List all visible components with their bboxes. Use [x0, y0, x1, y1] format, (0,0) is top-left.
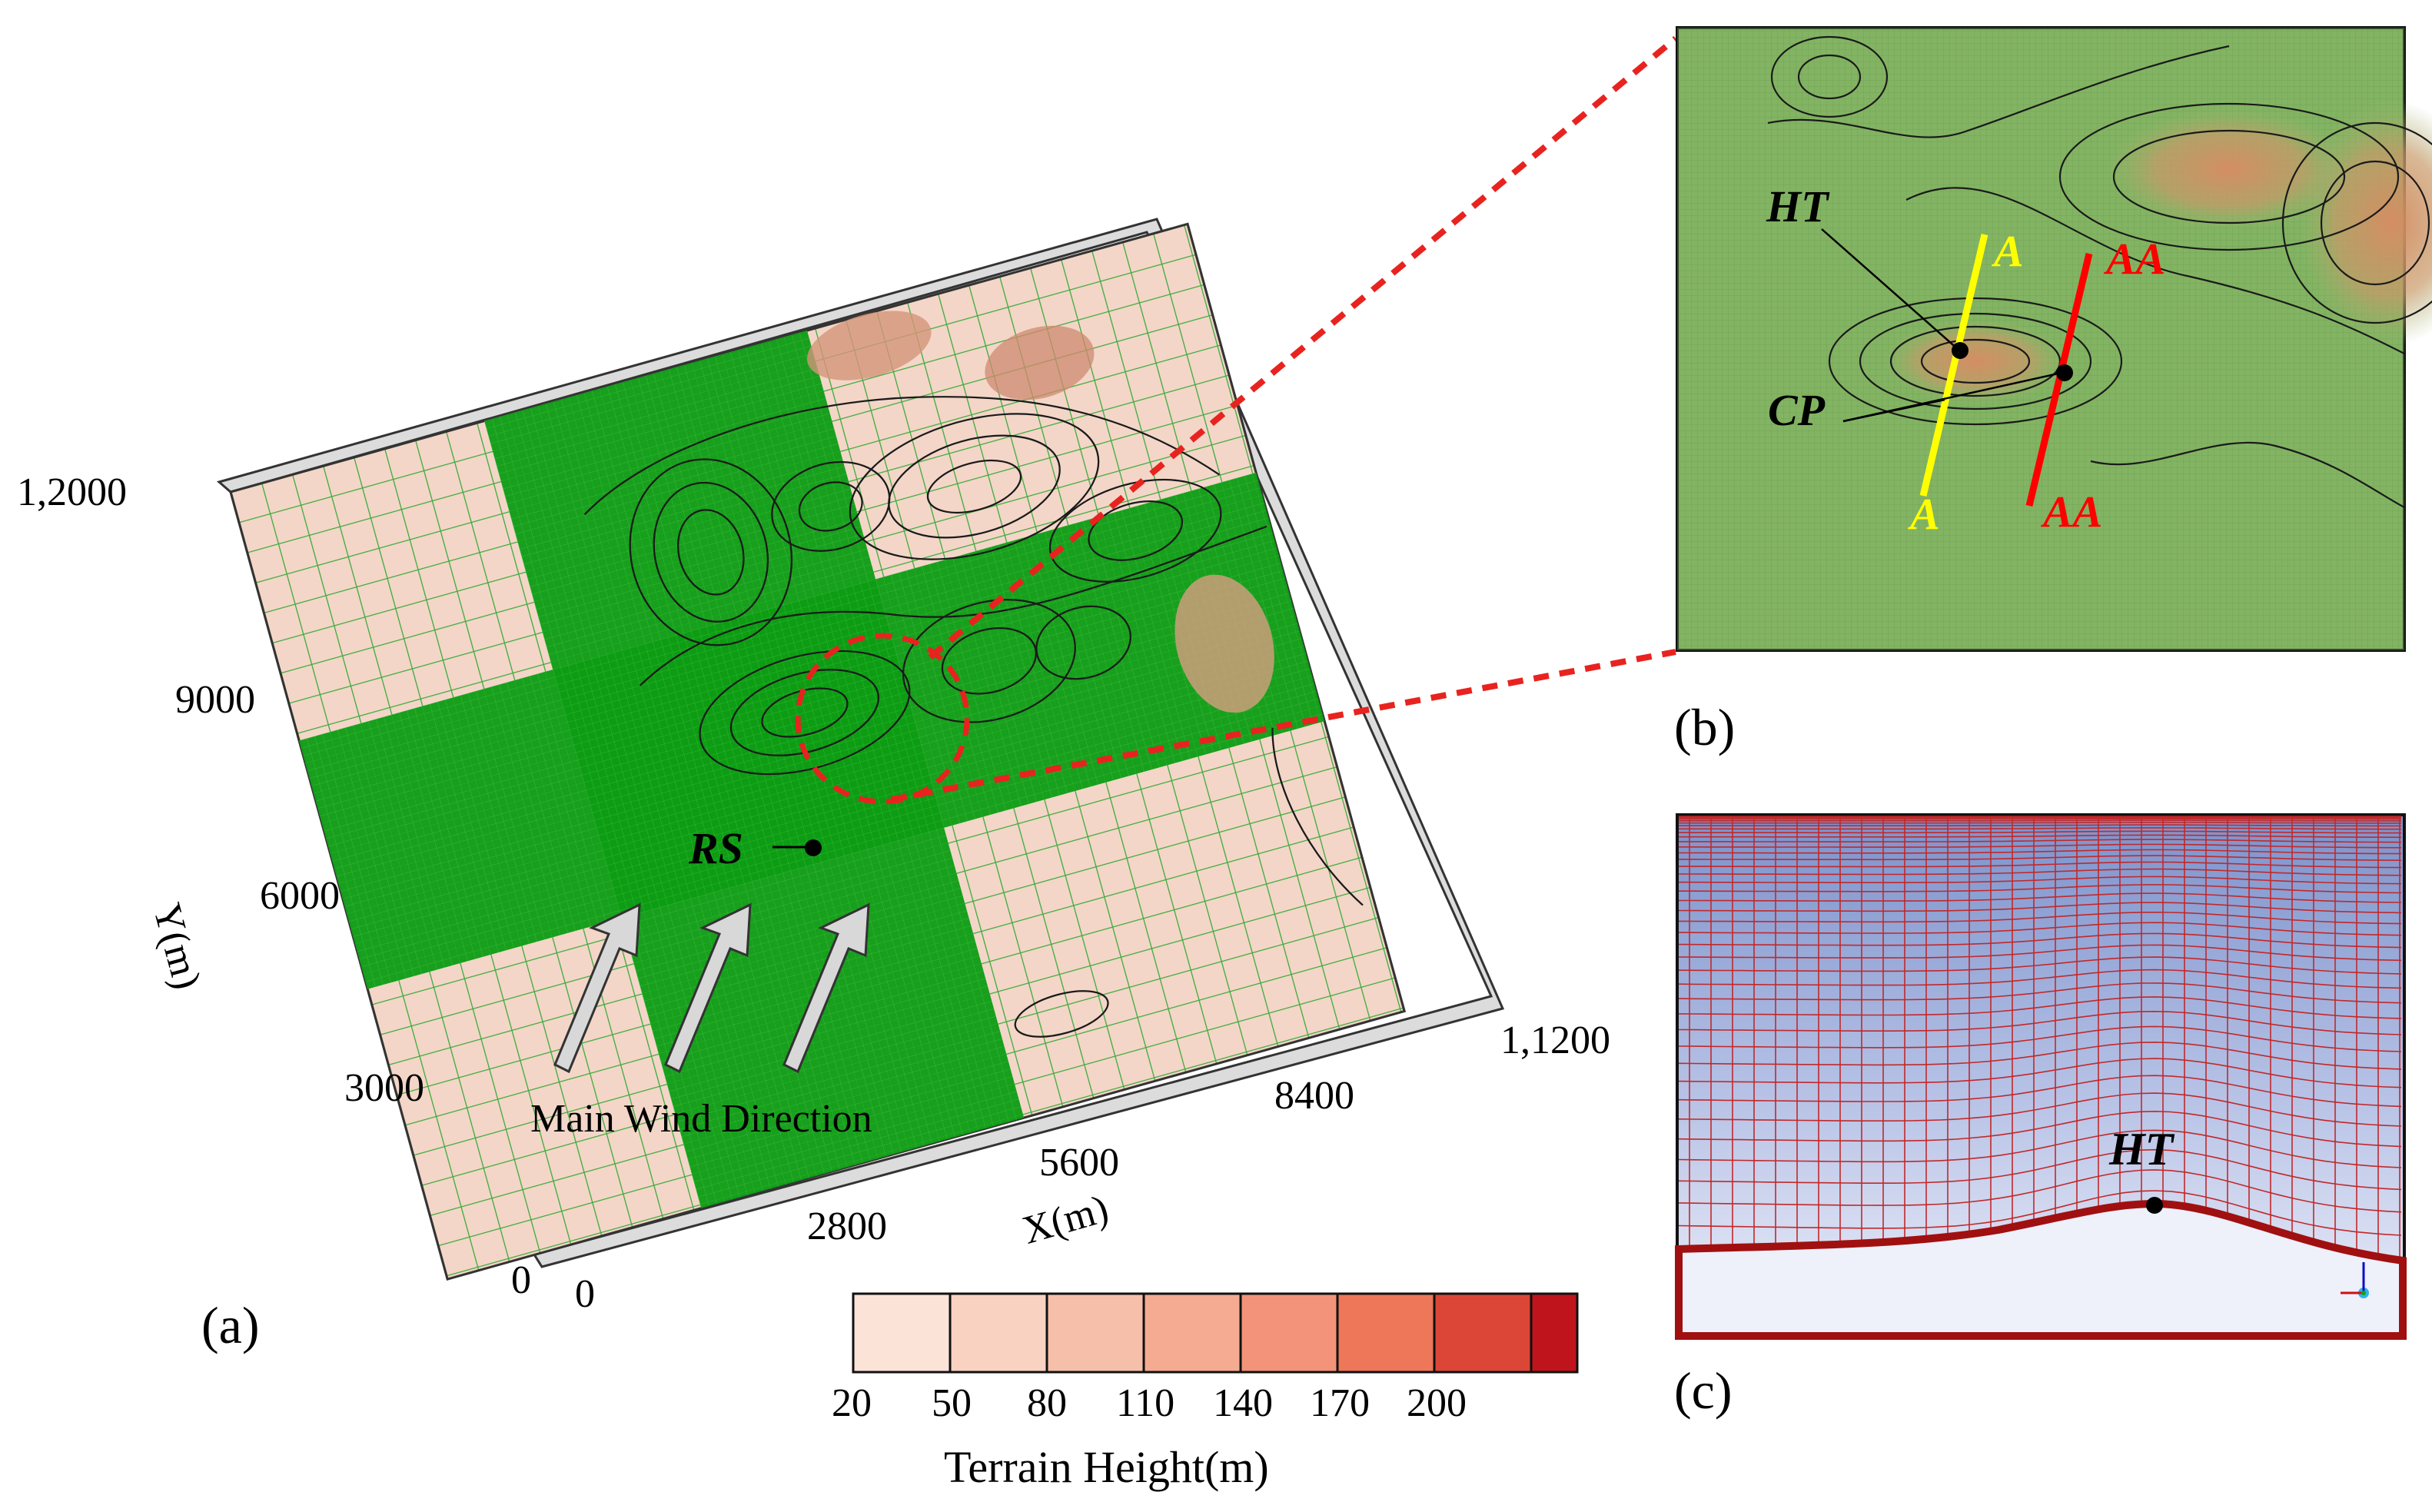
mesh-horizontal-line [1679, 892, 2402, 903]
colorbar-swatch [1045, 1292, 1145, 1374]
colorbar-tick-170: 170 [1310, 1381, 1370, 1425]
cp-point [2056, 364, 2073, 381]
panel-a-terrain-map [216, 218, 1505, 1281]
section-aa-line [2025, 252, 2093, 507]
colorbar-tick-200: 200 [1407, 1381, 1467, 1425]
colorbar-swatch [1530, 1292, 1579, 1374]
mesh-horizontal-line [1678, 1129, 2402, 1168]
mesh-horizontal-line [1678, 830, 2401, 834]
mesh-horizontal-line [1679, 834, 2402, 839]
x-tick-8400: 8400 [1274, 1074, 1354, 1118]
colorbar-swatch [949, 1292, 1048, 1374]
panel-c-mesh-section [1675, 813, 2407, 1340]
y-tick-12000: 1,2000 [17, 470, 127, 514]
mesh-horizontal-line [1678, 932, 2402, 949]
colorbar-swatch [1336, 1292, 1436, 1374]
x-tick-2800: 2800 [807, 1205, 887, 1248]
zoom-leader-top [928, 35, 1678, 660]
colorbar-tick-110: 110 [1116, 1381, 1175, 1425]
section-a-top-label: A [1994, 226, 2024, 276]
mesh-horizontal-line [1678, 1010, 2402, 1035]
vertical-mesh [1678, 816, 2402, 1261]
mesh-horizontal-line [1678, 969, 2402, 989]
y-tick-3000: 3000 [344, 1066, 424, 1110]
mesh-horizontal-line [1679, 849, 2402, 855]
contour-lines [583, 396, 1364, 1038]
mesh-horizontal-line [1679, 827, 2401, 830]
mesh-horizontal-line [1678, 956, 2402, 975]
axis-triad-icon [2341, 1262, 2369, 1298]
y-tick-9000: 9000 [175, 678, 255, 722]
wind-direction-label: Main Wind Direction [530, 1097, 872, 1141]
mesh-horizontal-line [1678, 1042, 2402, 1070]
ht-label-b: HT [1766, 181, 1829, 231]
section-aa-bottom-label: AA [2043, 487, 2103, 537]
mesh-horizontal-line [1678, 1190, 2402, 1236]
x-tick-0: 0 [575, 1272, 595, 1316]
y-tick-0: 0 [511, 1258, 531, 1302]
zoom-contour-lines [1767, 35, 2432, 508]
colorbar-title: Terrain Height(m) [944, 1442, 1269, 1492]
mesh-horizontal-line [1679, 876, 2402, 885]
colorbar-swatch [1239, 1292, 1339, 1374]
mesh-horizontal-line [1678, 982, 2402, 1004]
mesh-horizontal-line [1679, 824, 2402, 827]
zoom-leader-bottom [891, 649, 1676, 803]
mesh-horizontal-line [1678, 911, 2402, 925]
colorbar-swatch [1142, 1292, 1242, 1374]
ht-label-c: HT [2109, 1124, 2174, 1175]
mesh-horizontal-line [1678, 944, 2402, 962]
terrain-plate [229, 222, 1407, 1281]
mesh-horizontal-line [1678, 1075, 2402, 1108]
colorbar [852, 1292, 1579, 1374]
mesh-horizontal-line [1678, 1025, 2402, 1052]
mesh-horizontal-line [1678, 1148, 2402, 1191]
section-a-line [1919, 233, 1988, 497]
colorbar-swatch [852, 1292, 952, 1374]
mesh-horizontal-line [1679, 884, 2402, 894]
mesh-horizontal-line [1679, 861, 2402, 869]
panel-c-tag: (c) [1674, 1361, 1733, 1420]
colorbar-tick-20: 20 [832, 1381, 872, 1425]
mesh-horizontal-line [1678, 1169, 2402, 1213]
rs-label: RS [689, 823, 743, 873]
fine-mesh-horizontal-band [299, 472, 1325, 989]
mesh-horizontal-line [1678, 1092, 2402, 1127]
colorbar-swatch [1433, 1292, 1533, 1374]
rs-point [805, 839, 822, 856]
mesh-horizontal-line [1679, 819, 2401, 822]
section-aa-top-label: AA [2106, 234, 2166, 284]
cp-label: CP [1768, 385, 1826, 435]
mesh-horizontal-line [1679, 839, 2402, 843]
panel-b-zoom [1676, 26, 2432, 652]
colorbar-tick-50: 50 [932, 1381, 972, 1425]
colorbar-tick-80: 80 [1027, 1381, 1067, 1425]
mesh-horizontal-line [1678, 1058, 2402, 1088]
mesh-horizontal-line [1679, 822, 2401, 824]
wind-arrows [553, 902, 870, 1074]
section-a-bottom-label: A [1910, 489, 1940, 539]
mesh-horizontal-line [1678, 996, 2402, 1019]
x-tick-5600: 5600 [1039, 1141, 1119, 1185]
ht-point [1952, 342, 1969, 359]
zoom-region-circle [795, 633, 970, 805]
mesh-horizontal-line [1679, 855, 2402, 861]
colorbar-tick-140: 140 [1213, 1381, 1273, 1425]
panel-b-tag: (b) [1674, 698, 1736, 756]
panel-a-tag: (a) [201, 1296, 260, 1354]
y-tick-6000: 6000 [260, 874, 340, 918]
mesh-horizontal-line [1678, 902, 2402, 914]
mesh-horizontal-line [1678, 1110, 2402, 1148]
mesh-horizontal-line [1679, 843, 2402, 849]
mesh-horizontal-line [1679, 868, 2402, 876]
mesh-horizontal-line [1678, 922, 2402, 936]
ht-point-c [2146, 1197, 2163, 1214]
x-tick-11200: 1,1200 [1500, 1019, 1610, 1062]
ground-surface [1675, 1199, 2407, 1340]
